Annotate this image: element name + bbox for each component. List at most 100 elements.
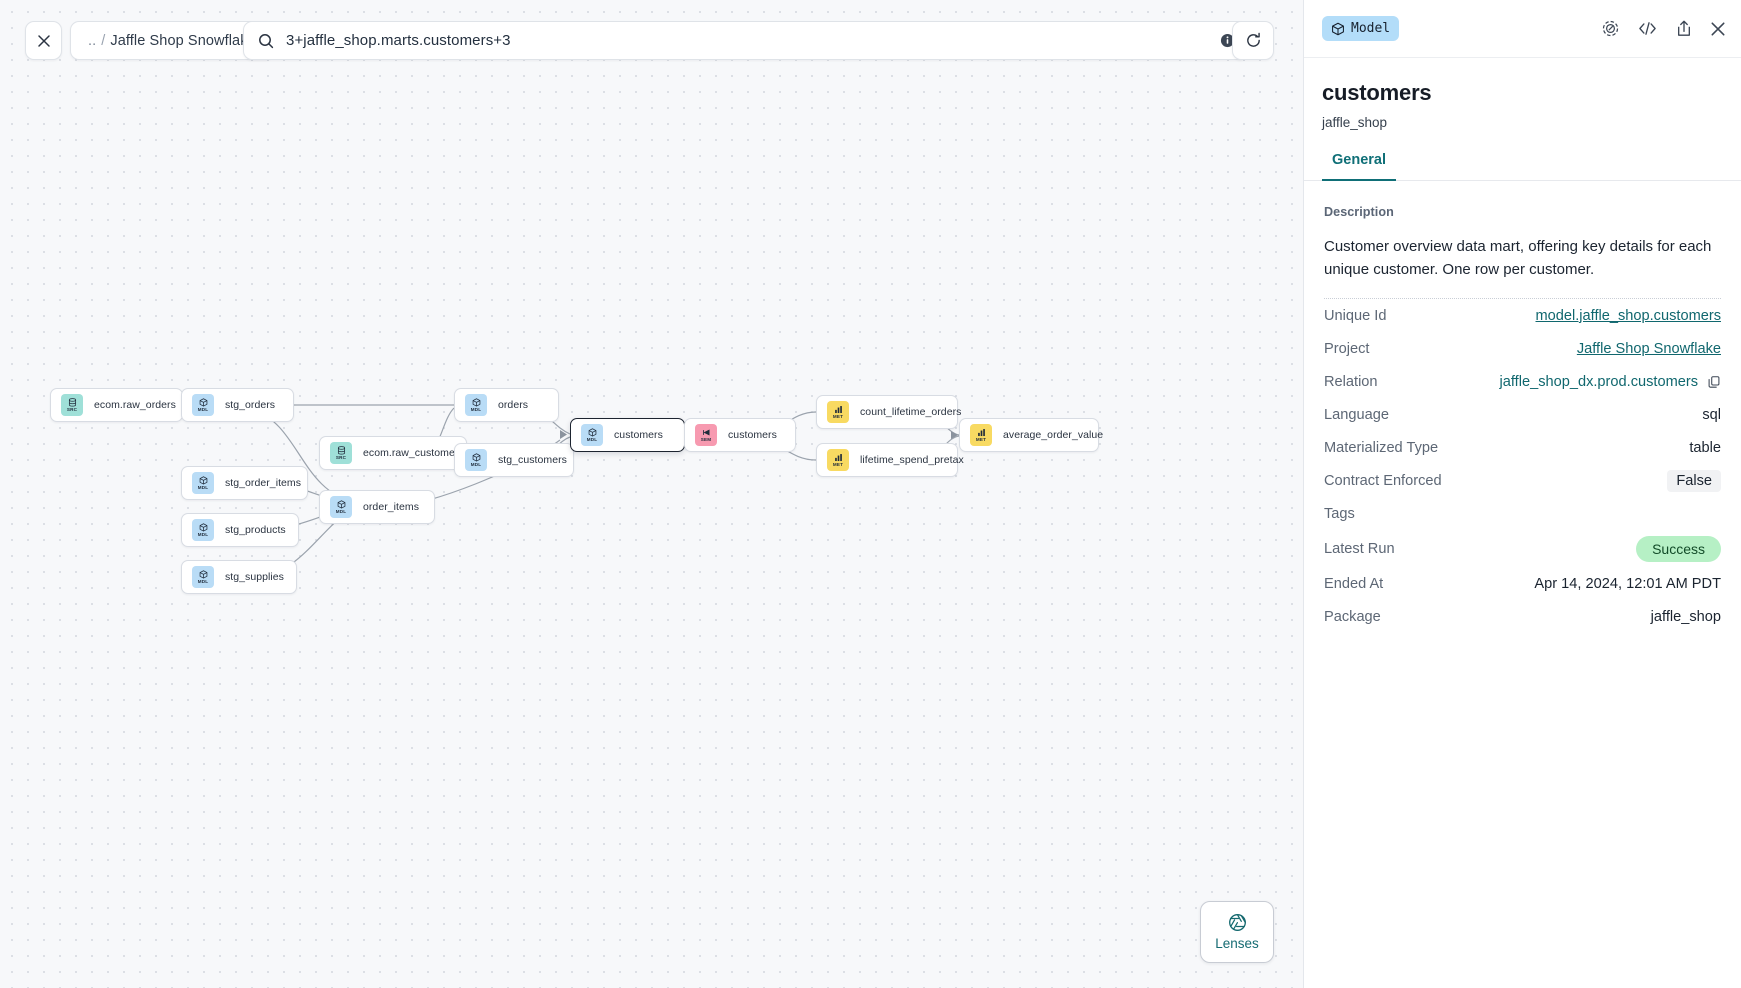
detail-key: Contract Enforced — [1324, 473, 1442, 489]
detail-value[interactable]: Jaffle Shop Snowflake — [1576, 341, 1721, 357]
node-label: ecom.raw_orders — [94, 399, 176, 411]
node-type-text: MET — [832, 413, 844, 419]
node-type-badge-mdl: MDL — [330, 496, 352, 518]
lenses-button[interactable]: Lenses — [1200, 901, 1274, 963]
mdl-icon — [199, 570, 208, 579]
refresh-button[interactable] — [1232, 21, 1274, 60]
panel-tabs: General — [1304, 152, 1741, 181]
node-label: order_items — [363, 501, 419, 513]
node-label: customers — [728, 429, 777, 441]
resource-type-label: Model — [1351, 21, 1391, 36]
node-label: stg_products — [225, 524, 286, 536]
detail-key: Materialized Type — [1324, 440, 1439, 456]
node-type-badge-met: MET — [970, 424, 992, 446]
share-icon[interactable] — [1675, 19, 1693, 38]
details-panel: Model — [1303, 0, 1741, 988]
node-type-badge-mdl: MDL — [192, 566, 214, 588]
close-icon — [37, 34, 50, 47]
node-type-text: SRC — [66, 406, 78, 412]
node-label: stg_customers — [498, 454, 567, 466]
detail-key: Unique Id — [1324, 308, 1387, 324]
graph-node-average-order-value[interactable]: MET average_order_value — [959, 418, 1103, 452]
mdl-icon — [588, 428, 597, 437]
node-type-text: MDL — [470, 461, 482, 467]
graph-node-customers-semantic[interactable]: SEM customers — [684, 418, 796, 452]
graph-node-order-items[interactable]: MDL order_items — [319, 490, 435, 524]
node-type-badge-met: MET — [827, 449, 849, 471]
search-info-button[interactable] — [1220, 33, 1235, 48]
node-type-badge-sem: SEM — [695, 424, 717, 446]
graph-node-stg-customers[interactable]: MDL stg_customers — [454, 443, 574, 477]
search-icon — [259, 33, 274, 48]
search-input[interactable] — [274, 31, 1220, 50]
node-type-text: SEM — [700, 436, 712, 442]
close-icon[interactable] — [1710, 21, 1726, 37]
divider — [1324, 298, 1721, 299]
mdl-icon — [199, 398, 208, 407]
detail-key: Relation — [1324, 374, 1378, 390]
explore-icon[interactable] — [1601, 19, 1620, 38]
breadcrumb[interactable]: .. / Jaffle Shop Snowflake — [70, 21, 274, 60]
node-type-badge-src: SRC — [61, 394, 83, 416]
breadcrumb-separator: / — [101, 32, 106, 49]
detail-key: Language — [1324, 407, 1389, 423]
node-label: count_lifetime_orders — [860, 406, 962, 418]
lineage-search-bar[interactable] — [243, 21, 1248, 60]
detail-value: sql — [1702, 407, 1721, 423]
page-subtitle: jaffle_shop — [1322, 115, 1388, 130]
breadcrumb-parent: .. — [88, 32, 97, 49]
detail-row-tags: Tags — [1324, 497, 1721, 530]
graph-node-count-lifetime-orders[interactable]: MET count_lifetime_orders — [816, 395, 961, 429]
met-icon — [977, 428, 986, 437]
detail-value[interactable]: jaffle_shop_dx.prod.customers — [1499, 374, 1698, 390]
detail-key: Ended At — [1324, 576, 1384, 592]
graph-node-ecom-raw-orders[interactable]: SRC ecom.raw_orders — [50, 388, 183, 422]
node-type-badge-mdl: MDL — [465, 449, 487, 471]
node-type-text: MET — [832, 461, 844, 467]
tab-general[interactable]: General — [1322, 152, 1396, 181]
detail-row-latest-run: Latest Run Success — [1324, 530, 1721, 567]
node-type-badge-mdl: MDL — [465, 394, 487, 416]
detail-value: Success — [1636, 536, 1721, 562]
node-type-text: SRC — [335, 454, 347, 460]
code-icon[interactable] — [1637, 19, 1658, 38]
node-label: lifetime_spend_pretax — [860, 454, 964, 466]
detail-value: jaffle_shop — [1650, 609, 1721, 625]
resource-type-chip[interactable]: Model — [1322, 16, 1400, 41]
node-label: stg_orders — [225, 399, 276, 411]
detail-value[interactable]: model.jaffle_shop.customers — [1535, 308, 1722, 324]
node-type-badge-mdl: MDL — [581, 424, 603, 446]
src-icon — [68, 398, 77, 407]
met-icon — [834, 405, 843, 414]
description-text: Customer overview data mart, offering ke… — [1324, 238, 1712, 278]
cube-icon — [1332, 22, 1344, 35]
mdl-icon — [472, 398, 481, 407]
node-type-text: MDL — [586, 436, 598, 442]
sem-icon — [702, 428, 711, 437]
description-label: Description — [1324, 205, 1394, 219]
close-graph-button[interactable] — [25, 21, 62, 60]
detail-key: Latest Run — [1324, 541, 1395, 557]
breadcrumb-project: Jaffle Shop Snowflake — [110, 32, 256, 49]
detail-row-language: Language sql — [1324, 398, 1721, 431]
lineage-canvas[interactable]: .. / Jaffle Shop Snowflake — [0, 0, 1303, 988]
node-type-text: MET — [975, 436, 987, 442]
graph-node-stg-products[interactable]: MDL stg_products — [181, 513, 299, 547]
detail-value: table — [1689, 440, 1721, 456]
copy-icon[interactable] — [1707, 375, 1721, 389]
node-type-text: MDL — [197, 531, 209, 537]
graph-node-lifetime-spend-pretax[interactable]: MET lifetime_spend_pretax — [816, 443, 964, 477]
mdl-icon — [199, 523, 208, 532]
mdl-icon — [337, 500, 346, 509]
node-type-badge-mdl: MDL — [192, 519, 214, 541]
node-label: average_order_value — [1003, 429, 1104, 441]
